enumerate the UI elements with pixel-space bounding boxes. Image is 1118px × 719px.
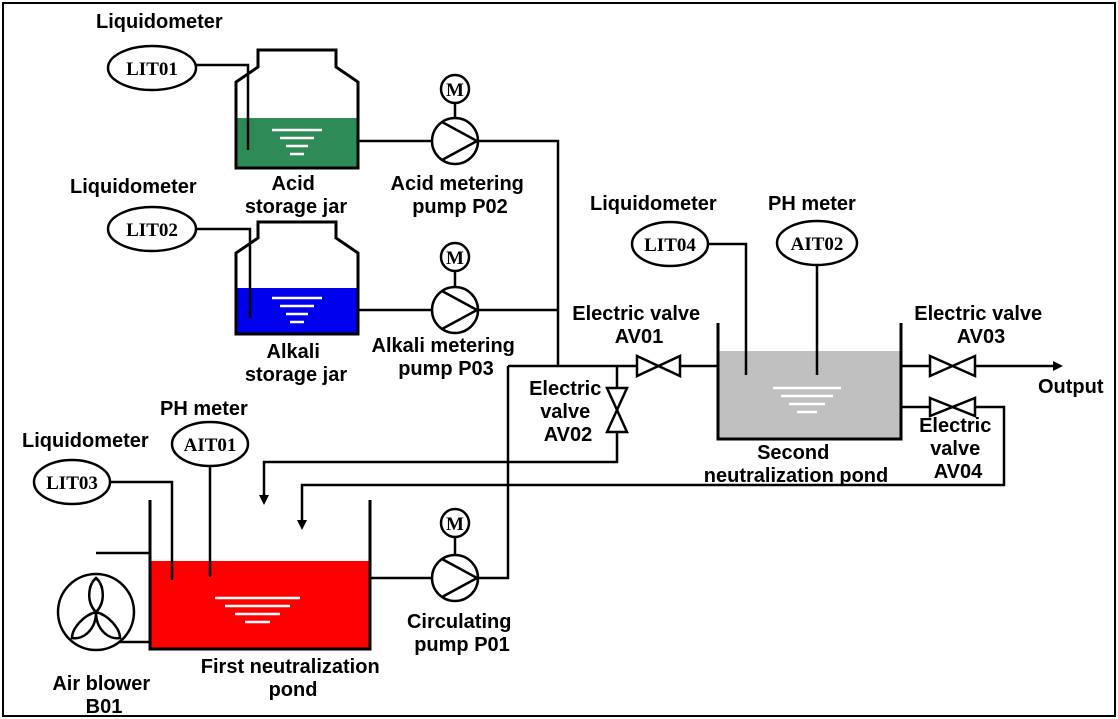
acid-liquid bbox=[236, 118, 358, 168]
label-electric-valve-av03: Electric valve AV03 bbox=[914, 303, 1047, 348]
alkali-liquid bbox=[236, 288, 358, 334]
label-second-neutralization-pond: Second neutralization pond bbox=[704, 442, 888, 487]
lit01-tag: LIT01 bbox=[126, 59, 178, 80]
label-liquidometer-1: Liquidometer bbox=[96, 11, 223, 33]
label-liquidometer-4: Liquidometer bbox=[590, 193, 717, 215]
air-blower-b01 bbox=[56, 551, 152, 652]
motor-label-p02: M bbox=[446, 80, 464, 101]
electric-valve-av04 bbox=[928, 396, 977, 418]
second-neutralization-pond bbox=[716, 323, 903, 441]
lit04-tag: LIT04 bbox=[644, 235, 696, 256]
label-output: Output bbox=[1038, 376, 1104, 398]
label-circulating-pump: Circulating pump P01 bbox=[407, 611, 517, 656]
alkali-storage-jar bbox=[234, 220, 360, 336]
label-ph-meter-2: PH meter bbox=[768, 193, 856, 215]
label-ph-meter-1: PH meter bbox=[160, 398, 248, 420]
piping bbox=[110, 63, 1063, 580]
acid-storage-jar bbox=[234, 48, 360, 170]
label-acid-metering-pump: Acid metering pump P02 bbox=[391, 173, 530, 218]
label-alkali-storage-jar: Alkali storage jar bbox=[245, 341, 347, 386]
first-neutralization-pond bbox=[148, 500, 372, 651]
label-liquidometer-3: Liquidometer bbox=[22, 430, 149, 452]
alkali-metering-pump-p03 bbox=[430, 285, 480, 335]
electric-valve-av01 bbox=[635, 354, 682, 378]
electric-valve-av03 bbox=[928, 354, 977, 378]
motor-label-p03: M bbox=[446, 248, 464, 269]
label-electric-valve-av01: Electric valve AV01 bbox=[572, 303, 705, 348]
acid-metering-pump-p02 bbox=[430, 116, 480, 166]
label-alkali-metering-pump: Alkali metering pump P03 bbox=[372, 335, 521, 380]
circulating-pump-p01 bbox=[430, 553, 480, 603]
motor-p02: M bbox=[439, 73, 471, 105]
lit02-tag: LIT02 bbox=[126, 220, 178, 241]
motor-label-p01: M bbox=[446, 514, 464, 535]
instrument-lit04: LIT04 bbox=[630, 220, 710, 268]
ait01-tag: AIT01 bbox=[184, 435, 237, 456]
label-acid-storage-jar: Acid storage jar bbox=[245, 173, 347, 218]
motor-p01: M bbox=[439, 507, 471, 539]
label-liquidometer-2: Liquidometer bbox=[70, 176, 197, 198]
label-electric-valve-av04: Electric valve AV04 bbox=[919, 415, 997, 483]
motor-p03: M bbox=[439, 241, 471, 273]
instrument-lit01: LIT01 bbox=[106, 44, 198, 92]
lit03-tag: LIT03 bbox=[46, 473, 98, 494]
electric-valve-av02 bbox=[605, 386, 629, 434]
instrument-lit03: LIT03 bbox=[32, 458, 112, 506]
fan-icon bbox=[70, 576, 122, 640]
label-electric-valve-av02: Electric valve AV02 bbox=[529, 378, 607, 446]
label-first-neutralization-pond: First neutralization pond bbox=[201, 656, 385, 701]
label-air-blower: Air blower B01 bbox=[52, 673, 155, 718]
instrument-lit02: LIT02 bbox=[106, 205, 198, 253]
instrument-ait02: AIT02 bbox=[775, 219, 859, 267]
instrument-ait01: AIT01 bbox=[170, 420, 250, 468]
ait02-tag: AIT02 bbox=[791, 234, 844, 255]
